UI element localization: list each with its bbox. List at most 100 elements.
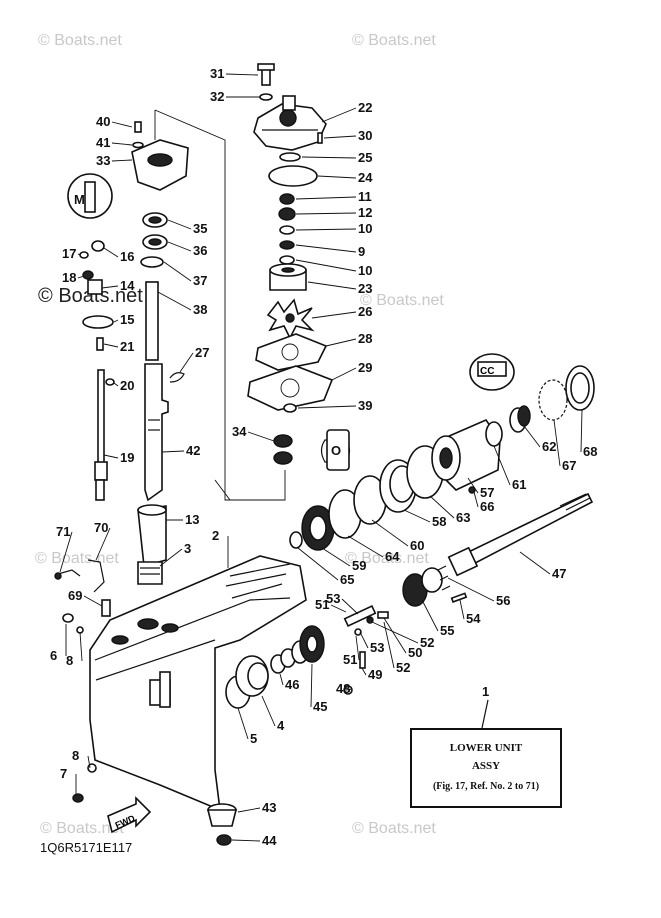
part-27-clip	[169, 372, 185, 383]
callout-leader-43	[237, 807, 261, 813]
callout-18: 18	[62, 270, 76, 285]
part-70-tube	[87, 559, 105, 593]
callout-10: 10	[358, 263, 372, 278]
part-41-washer	[132, 141, 144, 149]
callout-57: 57	[480, 485, 494, 500]
callout-leader-53	[341, 598, 359, 615]
title-leader	[481, 699, 489, 729]
part-38-driveshaft-upper	[145, 281, 159, 361]
callout-8: 8	[66, 653, 73, 668]
callout-3: 3	[184, 541, 191, 556]
callout-70: 70	[94, 520, 108, 535]
bushings	[137, 504, 167, 585]
drawing-code: 1Q6R5171E117	[40, 840, 133, 855]
callout-leader-53	[359, 631, 369, 649]
part-50	[377, 611, 389, 619]
callout-leader-58	[403, 509, 431, 523]
callout-30: 30	[358, 128, 372, 143]
callout-leader-55	[421, 599, 439, 632]
callout-48: 48	[336, 681, 350, 696]
part-19-shift-rod	[97, 369, 105, 471]
callout-leader-33	[111, 159, 133, 162]
callout-36: 36	[193, 243, 207, 258]
callout-45: 45	[313, 699, 327, 714]
callout-67: 67	[562, 458, 576, 473]
assembly-brackets	[154, 109, 286, 501]
callout-leader-21	[103, 343, 119, 348]
part-25-oring	[279, 152, 301, 162]
callout-leader-49	[361, 667, 367, 676]
part-32-washer	[259, 93, 273, 101]
callout-leader-51	[355, 635, 360, 661]
part-10b	[279, 255, 295, 265]
callout-58: 58	[432, 514, 446, 529]
callout-leader-41	[111, 142, 133, 146]
watermarks: © Boats.net © Boats.net © Boats.net © Bo…	[35, 32, 444, 837]
callout-68: 68	[583, 444, 597, 459]
callout-leader-44	[231, 839, 261, 842]
callout-leader-10	[295, 228, 357, 231]
water-pump-stack	[247, 63, 334, 465]
callout-leader-18	[77, 275, 85, 279]
watermark-bottom-left: © Boats.net	[40, 820, 124, 837]
callout-21: 21	[120, 339, 134, 354]
callout-leader-63	[429, 495, 455, 519]
part-49	[359, 651, 366, 669]
callout-leader-46	[279, 673, 284, 686]
rear-bearing-housing	[289, 365, 595, 551]
part-62b	[517, 405, 531, 427]
callout-leader-60	[371, 519, 409, 547]
callout-leader-38	[157, 291, 192, 311]
part-69-bolt	[101, 599, 111, 617]
callout-59: 59	[352, 558, 366, 573]
part-56-spring	[437, 565, 451, 591]
callout-leader-57	[467, 477, 479, 494]
svg-text:CC: CC	[480, 366, 494, 377]
prop-shaft-group	[343, 492, 594, 695]
callout-6: 6	[50, 648, 57, 663]
callout-leader-52	[371, 621, 419, 644]
callout-38: 38	[193, 302, 207, 317]
callout-51: 51	[343, 652, 357, 667]
part-11	[279, 193, 295, 205]
callout-28: 28	[358, 331, 372, 346]
callout-leader-62	[523, 425, 541, 448]
callout-leader-14	[101, 285, 119, 289]
part-30-pin	[317, 132, 323, 144]
callout-2: 2	[212, 528, 219, 543]
part-67-circlip	[538, 379, 568, 421]
callout-leader-11	[295, 196, 357, 200]
part-16	[91, 240, 105, 252]
callout-leader-42	[161, 450, 185, 453]
part-34a	[273, 434, 293, 448]
callout-55: 55	[440, 623, 454, 638]
part-51-plunger	[343, 604, 377, 628]
part-17	[79, 251, 89, 259]
callout-leader-25	[301, 156, 357, 159]
callout-leader-24	[317, 175, 357, 179]
callout-leader-8	[87, 755, 91, 769]
callout-leader-10	[295, 259, 357, 272]
title-box: LOWER UNIT ASSY (Fig. 17, Ref. No. 2 to …	[410, 728, 562, 808]
callout-leader-20	[113, 382, 119, 387]
pinion-gear	[206, 803, 238, 846]
callout-42: 42	[186, 443, 200, 458]
part-54-pin	[450, 592, 468, 603]
callout-leader-50	[383, 617, 407, 654]
callout-52: 52	[420, 635, 434, 650]
part-3-bearing	[137, 561, 163, 585]
callout-60: 60	[410, 538, 424, 553]
callout-54: 54	[466, 611, 481, 626]
callout-7: 7	[60, 766, 67, 781]
part-53	[354, 628, 362, 636]
callout-leader-12	[295, 212, 357, 215]
callout-leader-23	[307, 281, 357, 290]
callout-61: 61	[512, 477, 526, 492]
callout-leader-8	[79, 631, 83, 662]
svg-text:O: O	[331, 443, 341, 458]
cc-marker-icon: CC	[469, 353, 515, 391]
callout-leader-34	[247, 431, 275, 442]
callout-27: 27	[195, 345, 209, 360]
callout-26: 26	[358, 304, 372, 319]
